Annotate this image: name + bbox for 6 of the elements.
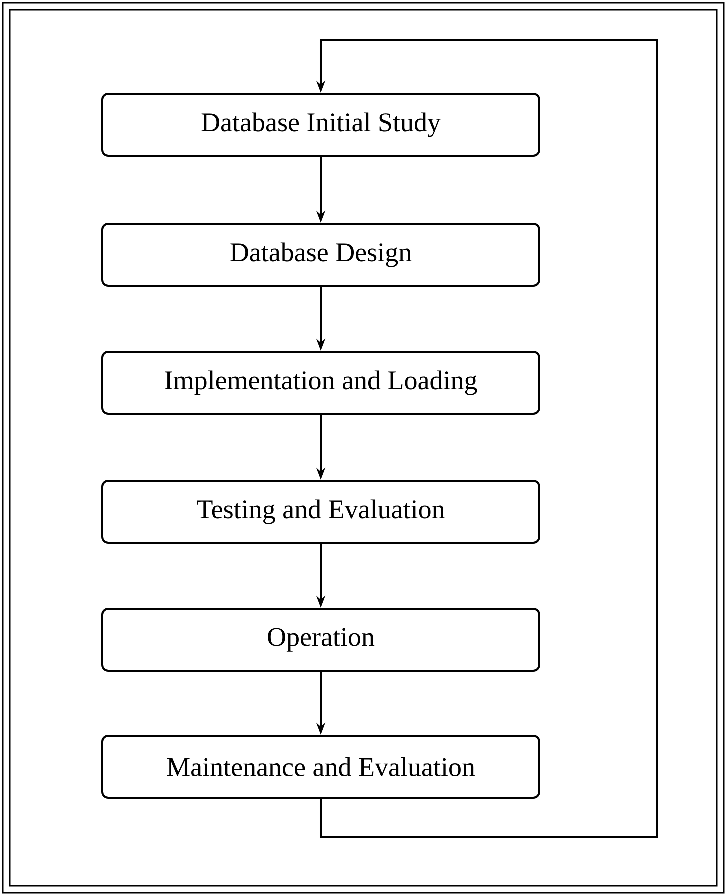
process-box: Operation <box>102 608 540 672</box>
process-box: Database Design <box>102 223 540 287</box>
process-box: Database Initial Study <box>102 93 540 157</box>
process-box: Implementation and Loading <box>102 351 540 415</box>
process-box: Maintenance and Evaluation <box>102 735 540 799</box>
process-box: Testing and Evaluation <box>102 480 540 544</box>
